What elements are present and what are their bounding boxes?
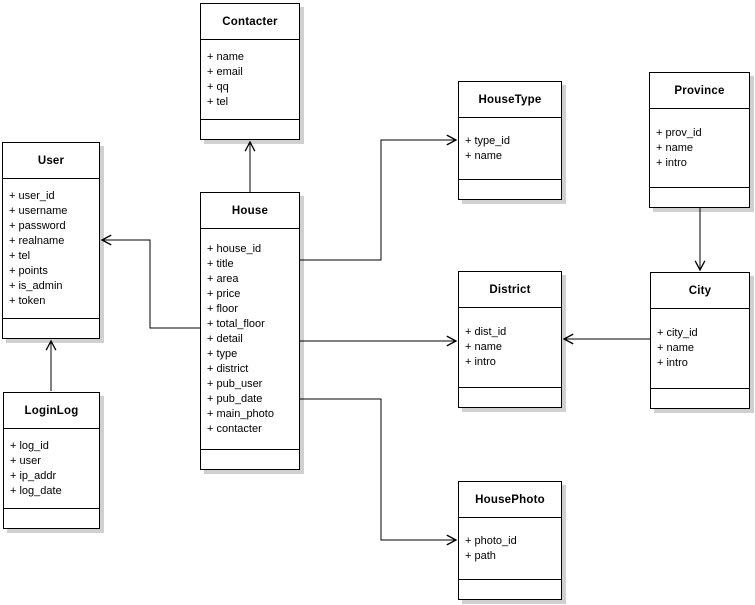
entity-attribute: + price [207,287,241,300]
entity-footer-compartment [4,508,99,528]
connector-house-to-housephoto [300,398,458,546]
entity-title: Province [650,73,749,109]
entity-attribute: + email [207,65,243,78]
entity-attribute: + dist_id [465,326,507,338]
entity-box-province[interactable]: Province + prov_id + name + intro [649,72,750,208]
entity-attribute: + district [207,362,249,375]
entity-attribute: + contacter [207,422,262,435]
entity-title: LoginLog [4,393,99,429]
entity-attribute: + floor [207,302,238,315]
entity-attribute: + tel [9,249,31,262]
entity-attribute: + log_id [10,439,49,452]
entity-footer-compartment [459,387,561,407]
entity-box-housephoto[interactable]: HousePhoto + photo_id + path [458,481,562,600]
entity-attribute: + prov_id [656,126,702,139]
entity-attribute: + total_floor [207,317,265,330]
entity-attribute: + name [465,149,502,162]
entity-title: HousePhoto [459,482,561,518]
entity-footer-compartment [3,318,99,338]
entity-attribute: + name [207,50,244,63]
connector-house-to-user [100,234,200,329]
entity-attribute: + user_id [9,189,55,202]
entity-attribute: + intro [657,357,688,369]
entity-box-city[interactable]: City + city_id + name + intro [650,272,750,409]
entity-attribute: + type_id [465,134,510,147]
entity-attribute: + ip_addr [10,469,57,482]
entity-attribute: + user [10,454,41,467]
entity-title: House [201,193,299,229]
entity-attribute: + title [207,257,234,270]
entity-attributes: + log_id + user + ip_addr + log_date [4,429,99,508]
entity-box-user[interactable]: User + user_id + username + password + realn… [2,142,100,339]
entity-attribute: + name [656,141,693,154]
entity-attributes: + city_id + name + intro [651,309,749,388]
connector-house-to-housetype [300,134,458,261]
entity-box-district[interactable]: District + dist_id + name + intro [458,271,562,408]
entity-attribute: + points [9,264,48,277]
entity-footer-compartment [459,579,561,599]
entity-box-contacter[interactable]: Contacter + name + email + qq + tel [200,3,300,140]
entity-box-house[interactable]: House + house_id + title + area + price + flo… [200,192,300,470]
entity-footer-compartment [201,449,299,469]
entity-footer-compartment [459,179,561,199]
entity-attribute: + log_date [10,484,62,497]
entity-attributes: + house_id + title + area + price + floor + t… [201,229,299,449]
entity-box-loginlog[interactable]: LoginLog + log_id + user + ip_addr + log_dat… [3,392,100,529]
entity-attribute: + is_admin [9,279,63,292]
entity-attribute: + username [9,204,68,217]
entity-attribute: + city_id [657,327,698,339]
entity-title: User [3,143,99,179]
entity-attribute: + tel [207,95,229,108]
entity-attribute: + pub_user [207,377,263,390]
entity-title: City [651,273,749,309]
entity-attributes: + user_id + username + password + realname +… [3,179,99,318]
entity-attribute: + house_id [207,242,262,255]
entity-box-housetype[interactable]: HouseType + type_id + name [458,81,562,200]
entity-attribute: + intro [656,156,687,169]
entity-attribute: + path [465,549,496,562]
entity-attribute: + qq [207,80,229,93]
entity-attribute: + pub_date [207,392,263,405]
entity-footer-compartment [651,388,749,408]
entity-attribute: + photo_id [465,534,517,547]
entity-attribute: + realname [9,234,65,247]
entity-attribute: + name [465,341,502,353]
entity-footer-compartment [650,187,749,207]
entity-attributes: + name + email + qq + tel [201,40,299,119]
entity-attribute: + name [657,342,694,354]
entity-attributes: + dist_id + name + intro [459,308,561,387]
entity-attributes: + photo_id + path [459,518,561,579]
entity-attribute: + type [207,347,238,360]
entity-title: Contacter [201,4,299,40]
entity-title: HouseType [459,82,561,118]
entity-title: District [459,272,561,308]
entity-attribute: + main_photo [207,407,274,420]
entity-attributes: + type_id + name [459,118,561,179]
entity-attribute: + detail [207,332,243,345]
entity-attribute: + password [9,219,66,232]
entity-attribute: + token [9,294,46,307]
entity-footer-compartment [201,119,299,139]
entity-attribute: + area [207,272,239,285]
entity-attribute: + intro [465,356,496,368]
entity-attributes: + prov_id + name + intro [650,109,749,187]
